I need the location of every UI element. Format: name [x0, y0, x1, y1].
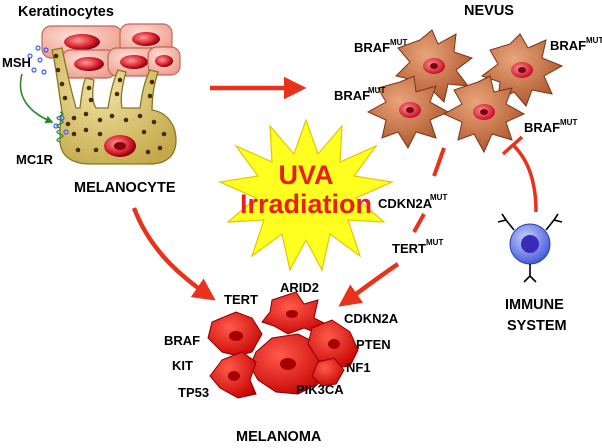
melanoma-gene-pten: PTEN: [356, 337, 391, 352]
melanoma-gene-pik3ca: PIK3CA: [296, 382, 344, 397]
svg-text:MUT: MUT: [426, 238, 443, 247]
immune-inhibition-bar: [501, 135, 524, 156]
svg-text:MUT: MUT: [560, 118, 577, 127]
melanoma-gene-tert: TERT: [224, 292, 258, 307]
melanocyte-to-melanoma-arrow: [131, 207, 216, 301]
svg-text:MUT: MUT: [368, 86, 385, 95]
svg-text:MUT: MUT: [390, 38, 407, 47]
svg-text:CDKN2A: CDKN2A: [378, 196, 433, 211]
msh-molecules-icon: [27, 45, 69, 135]
keratinocytes-label: Keratinocytes: [18, 4, 114, 20]
melanoma-gene-nf1: NF1: [346, 360, 371, 375]
melanocyte-cell: [51, 47, 177, 165]
svg-text:MUT: MUT: [586, 36, 602, 45]
melanoma-gene-kit: KIT: [172, 358, 193, 373]
nevus-cells: [366, 29, 564, 154]
uva-line1: UVA: [278, 160, 333, 190]
melanocyte-label: MELANOCYTE: [74, 180, 176, 196]
melanoma-gene-labels: TERT ARID2 CDKN2A PTEN NF1 PIK3CA BRAF K…: [164, 280, 399, 400]
tert-mut-label: TERT MUT: [392, 238, 443, 256]
msh-binding-arrow: [19, 73, 54, 124]
melanoma-gene-tp53: TP53: [178, 385, 209, 400]
nevus-title: NEVUS: [464, 3, 514, 19]
uva-sun-icon: UVA Irradiation: [217, 118, 395, 272]
immune-line2: SYSTEM: [507, 318, 567, 334]
nevus-to-melanoma-arrow: [338, 262, 400, 307]
nevus-progression-line-top: [432, 147, 446, 177]
uva-line2: Irradiation: [240, 189, 372, 219]
nevus-braf-label-1: BRAF MUT: [354, 38, 407, 55]
immune-inhibition-line: [512, 144, 538, 213]
nevus-braf-label-2: BRAF MUT: [550, 36, 602, 53]
melanoma-gene-cdkn2a: CDKN2A: [344, 311, 399, 326]
nevus-progression-line-mid: [412, 213, 426, 233]
svg-text:TERT: TERT: [392, 241, 426, 256]
svg-text:BRAF: BRAF: [524, 120, 560, 135]
msh-label: MSH: [2, 55, 31, 70]
svg-text:BRAF: BRAF: [334, 88, 370, 103]
melanoma-title: MELANOMA: [236, 429, 322, 445]
melanoma-gene-braf: BRAF: [164, 333, 200, 348]
melanoma-cells: [207, 291, 359, 399]
nevus-braf-label-4: BRAF MUT: [524, 118, 577, 135]
nevus-group: NEVUS BRAF MUT BRAF MUT BRAF MUT: [334, 3, 602, 154]
mc1r-label: MC1R: [16, 152, 53, 167]
pathway-arrows: [131, 76, 538, 307]
nevus-braf-label-3: BRAF MUT: [334, 86, 385, 103]
svg-text:BRAF: BRAF: [354, 40, 390, 55]
immune-line1: IMMUNE: [505, 297, 564, 313]
cdkn2a-mut-label: CDKN2A MUT: [378, 193, 447, 211]
melanoma-gene-arid2: ARID2: [280, 280, 319, 295]
svg-text:BRAF: BRAF: [550, 38, 586, 53]
normal-skin-group: Keratinocytes: [2, 4, 181, 196]
immune-cell-icon: [497, 213, 563, 283]
svg-text:MUT: MUT: [430, 193, 447, 202]
